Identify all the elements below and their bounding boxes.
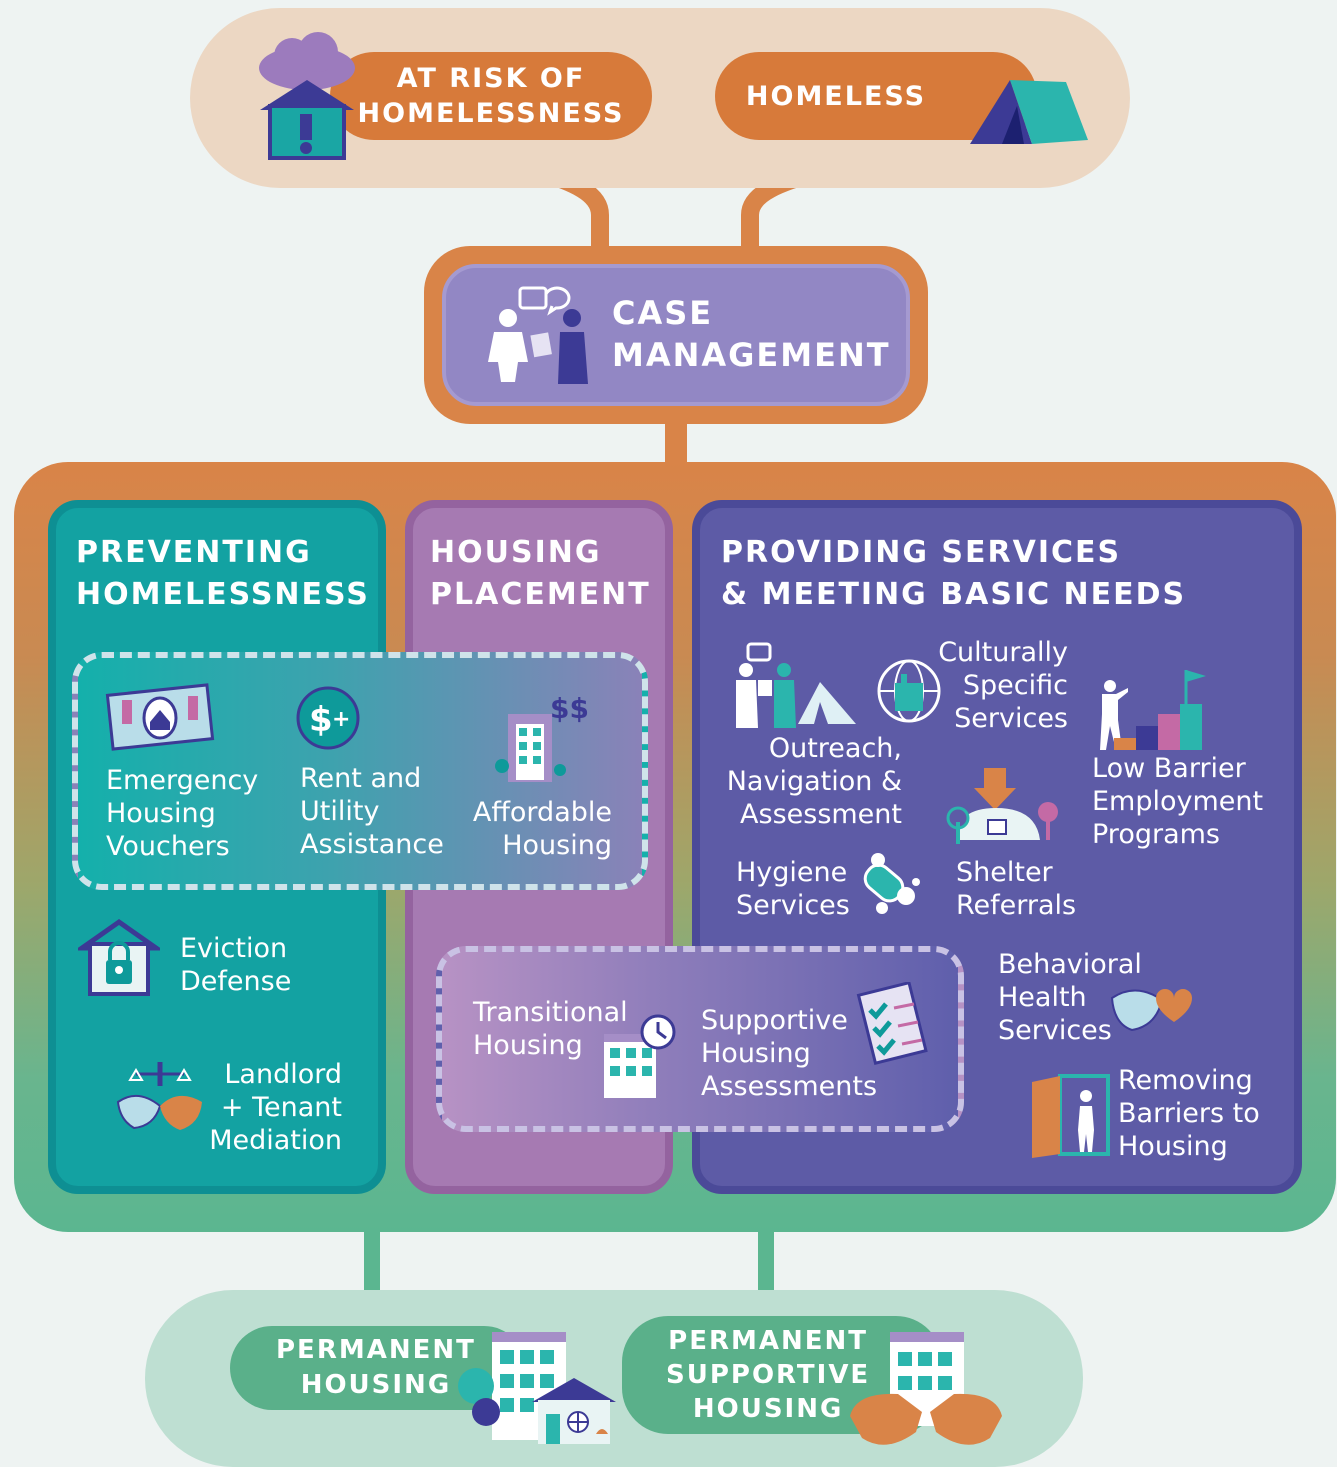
mediation-label: Landlord + Tenant Mediation	[209, 1059, 342, 1156]
outreach-label: Outreach, Navigation & Assessment	[726, 733, 902, 830]
case-manager-icon	[488, 286, 588, 384]
removing-barriers-label: Removing Barriers to Housing	[1118, 1065, 1260, 1162]
voucher-icon	[105, 683, 215, 751]
at-risk-pill: AT RISK OF HOMELESSNESS	[330, 52, 652, 140]
at-risk-label: AT RISK OF HOMELESSNESS	[357, 63, 625, 129]
eviction-defense-label: Eviction Defense	[180, 933, 292, 997]
globe-hand-icon	[877, 659, 941, 723]
building-hands-icon	[850, 1332, 1002, 1445]
hygiene-label: Hygiene Services	[736, 857, 850, 921]
affordable-building-icon: $$	[495, 692, 589, 782]
providing-services-title: PROVIDING SERVICES & MEETING BASIC NEEDS	[721, 535, 1187, 612]
homeless-label: HOMELESS	[745, 80, 927, 112]
housing-placement-title: HOUSING PLACEMENT	[430, 535, 651, 612]
cloud-house-icon	[259, 32, 355, 160]
rent-utility-label: Rent and Utility Assistance	[300, 763, 444, 860]
soap-icon	[863, 853, 920, 914]
heart-hand-icon	[1110, 989, 1192, 1032]
supportive-assessments-label: Supportive Housing Assessments	[701, 1005, 878, 1102]
case-management-title: CASE MANAGEMENT	[612, 294, 891, 374]
behavioral-health-label: Behavioral Health Services	[998, 949, 1142, 1046]
svg-text:+: +	[332, 707, 350, 732]
outreach-icon	[736, 642, 856, 728]
cultural-services-label: Culturally Specific Services	[938, 637, 1068, 734]
shelter-referrals-label: Shelter Referrals	[956, 857, 1077, 921]
transitional-housing-label: Transitional Housing	[473, 997, 628, 1061]
building-clock-icon	[604, 1014, 676, 1098]
employment-label: Low Barrier Employment Programs	[1092, 753, 1264, 850]
door-person-icon	[1032, 1074, 1110, 1158]
vouchers-label: Emergency Housing Vouchers	[106, 765, 259, 862]
homeless-pill: HOMELESS	[715, 52, 1037, 140]
svg-text:$: $	[309, 700, 333, 740]
dollar-mark: $$	[550, 692, 589, 725]
affordable-housing-label: Affordable Housing	[472, 797, 612, 861]
houses-icon	[458, 1332, 616, 1444]
handshake-scale-icon	[116, 1062, 202, 1130]
psh-label: PERMANENT SUPPORTIVE HOUSING	[666, 1326, 871, 1424]
checklist-icon	[856, 982, 928, 1066]
lock-house-icon	[78, 918, 160, 996]
dollar-coin-icon: $ +	[296, 686, 360, 750]
shelter-icon	[946, 768, 1058, 844]
permanent-housing-label: PERMANENT HOUSING	[276, 1335, 476, 1400]
steps-flag-icon	[1100, 670, 1206, 750]
preventing-title: PREVENTING HOMELESSNESS	[76, 535, 370, 612]
tent-icon	[970, 80, 1088, 144]
